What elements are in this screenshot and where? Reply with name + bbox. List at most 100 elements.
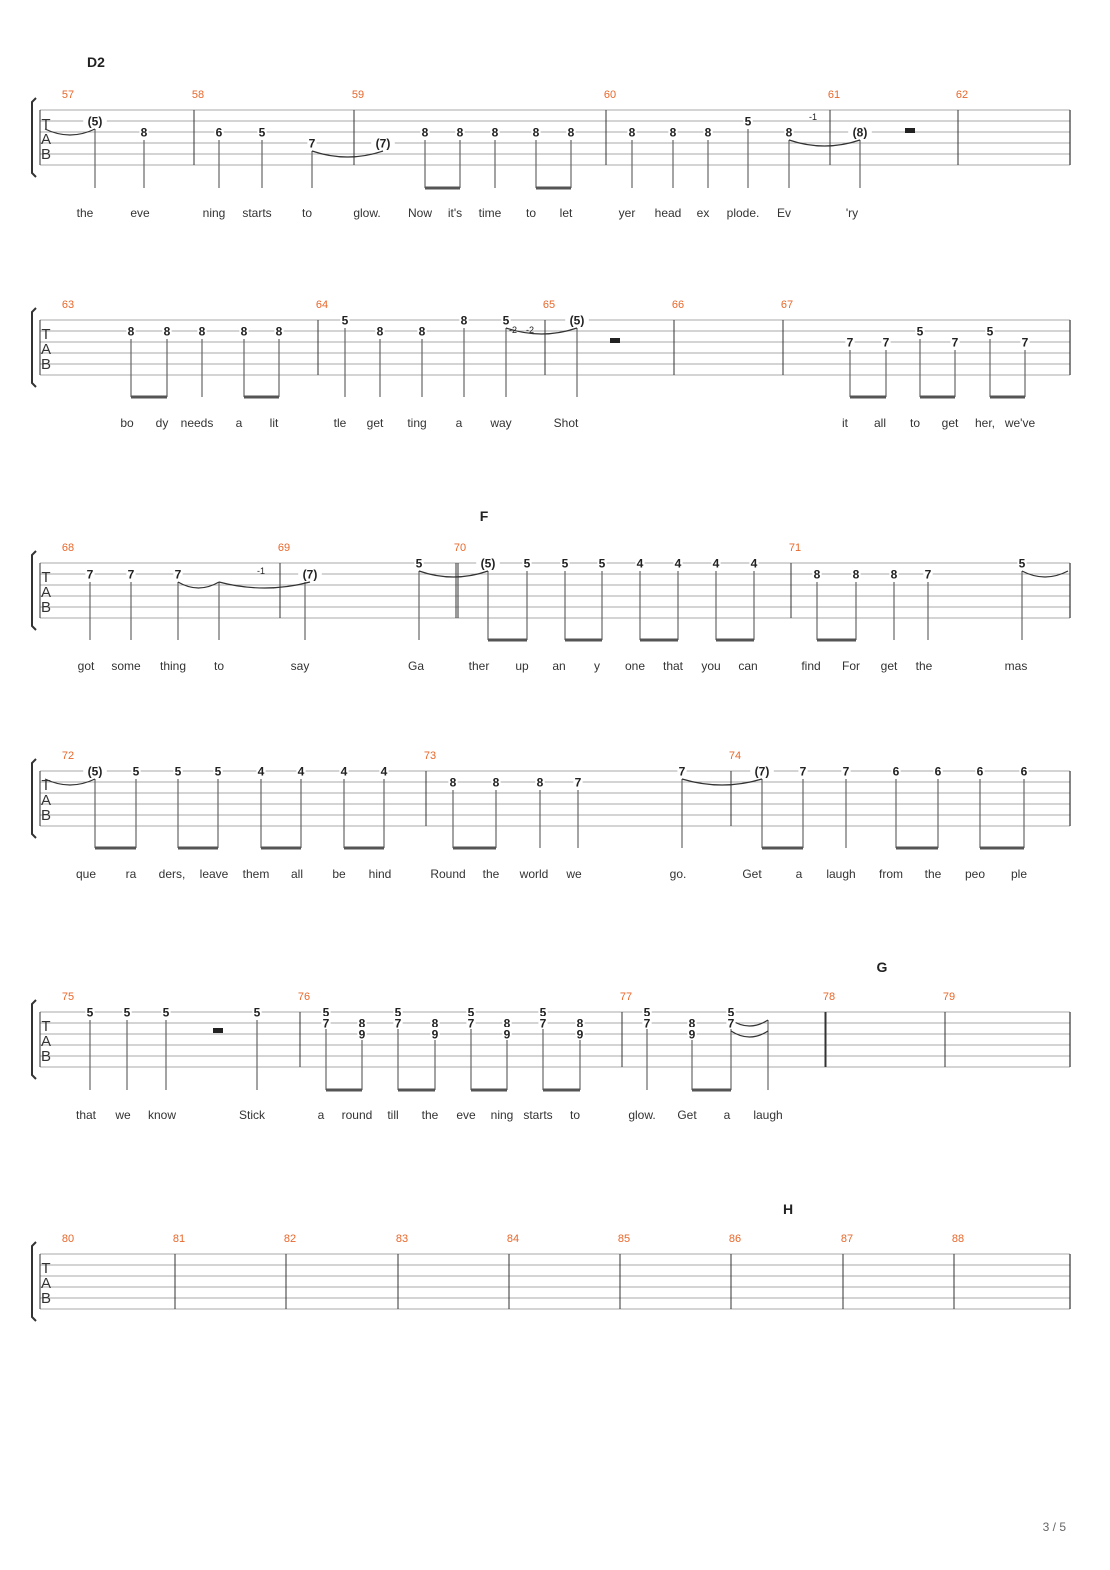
fret-number: (5)	[88, 765, 103, 779]
fret-bg	[321, 1005, 331, 1018]
fret-number: 4	[675, 557, 682, 571]
fret-number: 8	[241, 325, 248, 339]
lyric-syllable: laugh	[753, 1108, 782, 1122]
bar-number: 84	[507, 1233, 519, 1245]
lyric-syllable: that	[663, 659, 684, 673]
fret-number: 8	[577, 1017, 584, 1031]
fret-bg	[891, 764, 901, 777]
fret-bg	[673, 556, 683, 569]
tie-arc	[44, 778, 96, 786]
fret-bg	[256, 764, 266, 777]
lyric-syllable: dy	[156, 416, 169, 430]
lyric-syllable: plode.	[727, 206, 760, 220]
fret-number: 7	[575, 776, 582, 790]
section-label: H	[783, 1201, 793, 1217]
lyric-syllable: ning	[203, 206, 226, 220]
fret-bg	[257, 125, 267, 138]
fret-number: 8	[533, 126, 540, 140]
fret-number: 6	[935, 765, 942, 779]
fret-bg	[501, 313, 511, 326]
tab-letter-a: A	[41, 1275, 51, 1292]
lyric-syllable: a	[236, 416, 243, 430]
lyric-syllable: Round	[430, 867, 465, 881]
fret-number: 7	[728, 1017, 735, 1031]
lyric-syllable: to	[526, 206, 536, 220]
tab-letter-a: A	[41, 1033, 51, 1050]
tie-arc	[418, 570, 489, 578]
fret-number: 8	[689, 1017, 696, 1031]
fret-bg	[848, 125, 872, 138]
fret-bg	[357, 1016, 367, 1029]
bar-number: 68	[62, 542, 74, 554]
fret-bg	[417, 324, 427, 337]
bar-number: 63	[62, 299, 74, 311]
fret-bg	[538, 1016, 548, 1029]
tie-arc	[44, 128, 96, 136]
lyric-syllable: get	[367, 416, 384, 430]
fret-bg	[642, 1016, 652, 1029]
lyric-syllable: to	[570, 1108, 580, 1122]
system-bracket	[31, 999, 37, 1080]
fret-number: 5	[468, 1006, 475, 1020]
lyric-syllable: hind	[369, 867, 392, 881]
fret-number: 7	[128, 568, 135, 582]
fret-number: 8	[568, 126, 575, 140]
page-number: 3 / 5	[1043, 1520, 1067, 1534]
fret-number: (5)	[88, 115, 103, 129]
fret-number: 5	[395, 1006, 402, 1020]
fret-bg	[915, 324, 925, 337]
lyric-syllable: world	[519, 867, 549, 881]
lyric-syllable: glow.	[353, 206, 380, 220]
rest-symbol	[610, 338, 620, 343]
fret-number: 7	[644, 1017, 651, 1031]
bar-number: 73	[424, 750, 436, 762]
fret-bg	[726, 1005, 736, 1018]
fret-bg	[881, 335, 891, 348]
bar-number: 83	[396, 1233, 408, 1245]
bar-number: 77	[620, 991, 632, 1003]
lyric-syllable: all	[291, 867, 303, 881]
bar-number: 67	[781, 299, 793, 311]
lyric-syllable: y	[594, 659, 600, 673]
bar-number: 57	[62, 89, 74, 101]
fret-bg	[393, 1016, 403, 1029]
lyric-syllable: we	[114, 1108, 131, 1122]
fret-bg	[173, 764, 183, 777]
lyric-syllable: glow.	[628, 1108, 655, 1122]
fret-bg	[575, 1027, 585, 1040]
lyric-syllable: a	[796, 867, 803, 881]
fret-number: 8	[814, 568, 821, 582]
fret-number: 8	[493, 776, 500, 790]
fret-bg	[565, 313, 589, 326]
lyric-syllable: her,	[975, 416, 995, 430]
fret-number: 8	[629, 126, 636, 140]
fret-bg	[642, 1005, 652, 1018]
bend-value: -1	[257, 566, 265, 576]
fret-number: 6	[977, 765, 984, 779]
fret-bg	[851, 567, 861, 580]
fret-number: 8	[891, 568, 898, 582]
fret-bg	[455, 125, 465, 138]
fret-number: 5	[416, 557, 423, 571]
fret-number: (5)	[481, 557, 496, 571]
fret-bg	[357, 1027, 367, 1040]
tab-letter-b: B	[41, 1048, 51, 1065]
fret-number: 4	[341, 765, 348, 779]
fret-bg	[635, 556, 645, 569]
fret-number: 8	[422, 126, 429, 140]
fret-number: 9	[359, 1028, 366, 1042]
bar-number: 79	[943, 991, 955, 1003]
fret-bg	[726, 1016, 736, 1029]
lyric-syllable: way	[489, 416, 511, 430]
tab-letter-a: A	[41, 584, 51, 601]
fret-number: 9	[577, 1028, 584, 1042]
lyric-syllable: them	[243, 867, 270, 881]
fret-number: 5	[644, 1006, 651, 1020]
fret-bg	[476, 556, 500, 569]
bend-value: -2	[509, 325, 517, 335]
lyric-syllable: bo	[120, 416, 134, 430]
fret-bg	[841, 764, 851, 777]
fret-bg	[575, 1016, 585, 1029]
